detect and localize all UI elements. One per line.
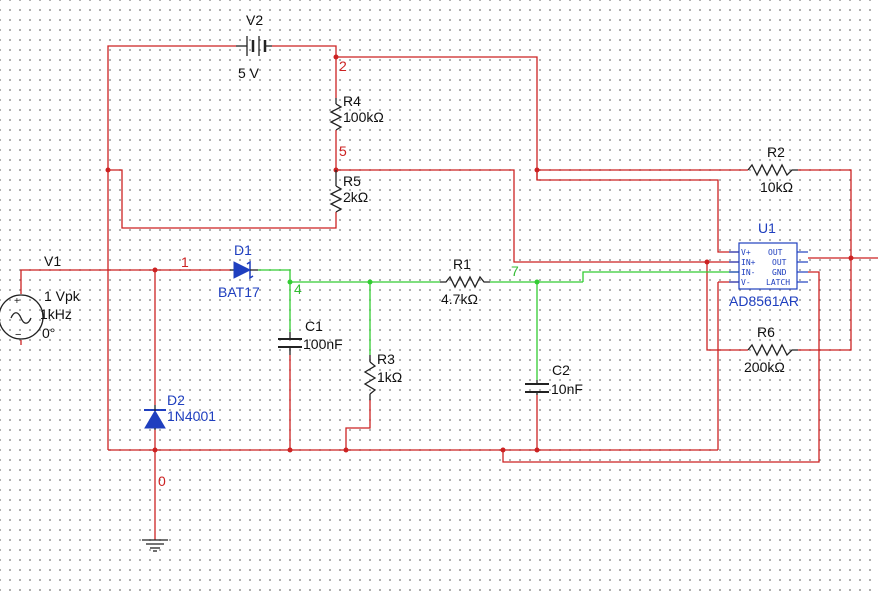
c1-value-label: 100nF (303, 336, 343, 352)
node-label-7: 7 (511, 263, 519, 279)
d2-ref-label: D2 (167, 392, 185, 408)
junction (500, 447, 506, 453)
r3-ref-label: R3 (377, 351, 395, 367)
green-wires[interactable] (258, 269, 739, 380)
capacitor-c1[interactable]: C1 100nF (278, 318, 343, 355)
r3-value-label: 1kΩ (377, 369, 402, 385)
junction (287, 447, 293, 453)
c1-ref-label: C1 (305, 318, 323, 334)
r2-value-label: 10kΩ (760, 179, 793, 195)
u1-pin-gnd: GND (772, 268, 787, 277)
junctions (105, 54, 854, 453)
ac-source-v1[interactable]: + − V1 1 Vpk 1kHz 0° (0, 253, 81, 341)
minus-sign-icon: − (15, 329, 21, 341)
resistor-r4[interactable]: R4 100kΩ (329, 93, 384, 131)
ground-icon[interactable] (142, 539, 168, 552)
resistor-r6[interactable]: R6 200kΩ (744, 324, 798, 375)
junction (367, 279, 373, 285)
v1-phase-label: 0° (42, 325, 55, 341)
d1-ref-label: D1 (234, 242, 252, 258)
d1-model-label: BAT17 (218, 284, 260, 300)
r4-value-label: 100kΩ (343, 109, 384, 125)
u1-pin-out-b: OUT (772, 258, 787, 267)
junction-node-1 (152, 267, 158, 273)
r6-value-label: 200kΩ (744, 359, 785, 375)
red-wires[interactable] (20, 45, 878, 540)
junction (534, 167, 540, 173)
junction (704, 259, 710, 265)
node-label-5: 5 (339, 143, 347, 159)
junction (105, 167, 111, 173)
r5-value-label: 2kΩ (343, 189, 368, 205)
junction-node-7 (534, 279, 540, 285)
junction (534, 447, 540, 453)
junction-node-2 (333, 54, 339, 60)
r4-ref-label: R4 (343, 93, 361, 109)
junction-node-0 (152, 447, 158, 453)
u1-pin-inminus: IN- (741, 268, 755, 277)
u1-pin-vminus: V- (741, 278, 751, 287)
plus-sign-icon: + (14, 296, 20, 307)
r5-ref-label: R5 (343, 173, 361, 189)
comparator-u1[interactable]: V+ IN+ IN- V- OUT OUT GND LATCH U1 AD856… (729, 220, 808, 309)
node-label-2: 2 (339, 58, 347, 74)
node-label-4: 4 (294, 281, 302, 297)
r1-value-label: 4.7kΩ (441, 291, 478, 307)
resistor-r2[interactable]: R2 10kΩ (747, 144, 798, 195)
r2-ref-label: R2 (767, 144, 785, 160)
node-label-0: 0 (158, 473, 166, 489)
junction (343, 447, 349, 453)
resistor-r5[interactable]: R5 2kΩ (329, 170, 368, 213)
resistor-r1[interactable]: R1 4.7kΩ (440, 256, 490, 307)
junction-output (848, 255, 854, 261)
battery-v2[interactable]: V2 5 V (236, 12, 272, 81)
v1-ref-label: V1 (44, 253, 61, 269)
u1-pin-inplus: IN+ (741, 258, 756, 267)
v1-frequency-label: 1kHz (40, 306, 72, 322)
r6-ref-label: R6 (757, 324, 775, 340)
node-labels: 1 2 5 0 4 7 (158, 58, 519, 489)
u1-ref-label: U1 (758, 220, 776, 236)
v2-value-label: 5 V (238, 65, 260, 81)
sine-wave-icon (10, 312, 32, 324)
u1-pin-vplus: V+ (741, 248, 751, 257)
c2-value-label: 10nF (551, 381, 583, 397)
capacitor-c2[interactable]: C2 10nF (525, 362, 583, 397)
diode-d2[interactable]: D2 1N4001 (144, 392, 216, 430)
diode-d1[interactable]: D1 BAT17 (218, 242, 260, 300)
resistor-r3[interactable]: R3 1kΩ (363, 351, 402, 400)
u1-pin-out-a: OUT (768, 248, 783, 257)
node-label-1: 1 (181, 254, 189, 270)
junction-node-4 (287, 279, 293, 285)
c2-ref-label: C2 (552, 362, 570, 378)
u1-pin-latch: LATCH (766, 278, 790, 287)
v2-ref-label: V2 (246, 12, 263, 28)
d2-model-label: 1N4001 (167, 408, 216, 424)
r1-ref-label: R1 (453, 256, 471, 272)
u1-model-label: AD8561AR (729, 293, 799, 309)
v1-amplitude-label: 1 Vpk (44, 288, 81, 304)
